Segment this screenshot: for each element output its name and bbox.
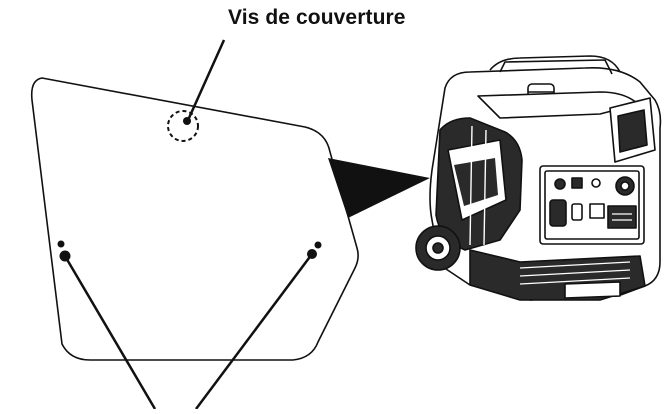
mount-leader-left: [63, 255, 157, 410]
generator-icon: [415, 55, 662, 301]
mount-point-left-small: [57, 240, 65, 248]
screw-icon: [183, 117, 191, 125]
zoom-wedge: [328, 158, 430, 218]
side-cover-panel: [30, 77, 359, 361]
mount-leader-right: [194, 253, 314, 410]
cover-screw-highlight: [167, 110, 199, 142]
cover-screw-leader: [187, 39, 226, 119]
cover-screw-label: Vis de couverture: [228, 6, 406, 29]
mount-point-right-small: [314, 241, 322, 249]
